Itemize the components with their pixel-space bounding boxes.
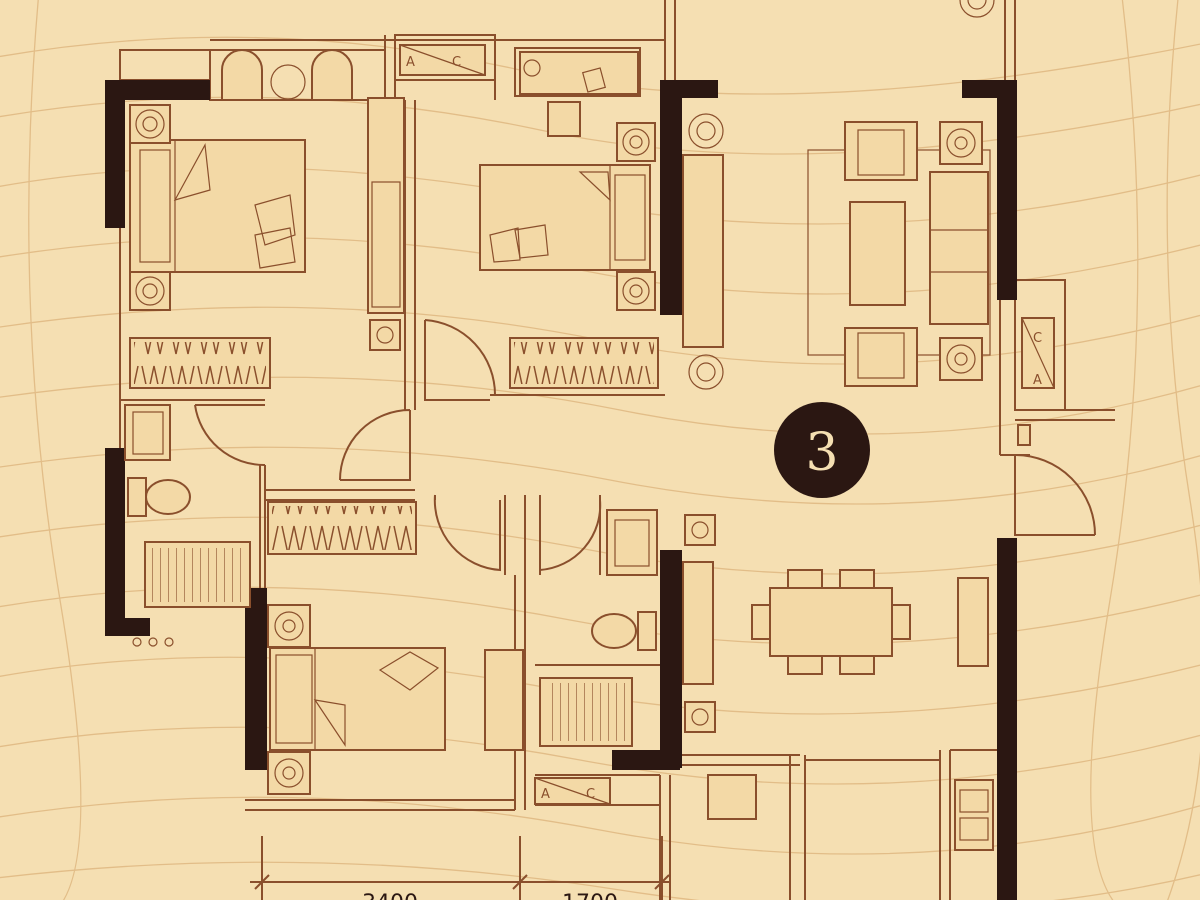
armchair (844, 327, 918, 387)
unit-number: 3 (805, 423, 838, 483)
svg-text:C: C (1033, 331, 1042, 346)
desk (484, 649, 524, 751)
ac-unit-bottom: A C (534, 777, 611, 805)
plant-icon (616, 122, 656, 162)
bedroom-top-middle (367, 51, 724, 390)
door-swing-icon (339, 409, 411, 481)
door-swing-icon (539, 499, 602, 571)
door-swing-icon (194, 404, 266, 467)
plant-icon (959, 0, 995, 18)
ac-unit-right: C A (1021, 317, 1055, 389)
bathroom-left (124, 404, 251, 647)
tv-cabinet (682, 154, 724, 348)
kitchen (707, 774, 994, 851)
sink-icon (684, 701, 716, 733)
plant-icon (523, 59, 541, 77)
unit-badge: 3 (774, 402, 870, 498)
sink-icon (684, 514, 716, 546)
door-swings (194, 319, 1096, 572)
chair (547, 101, 581, 137)
bathroom-bottom (539, 509, 716, 747)
bed-icon (269, 647, 446, 751)
svg-text:A: A (541, 787, 550, 802)
sink-icon (369, 319, 401, 351)
plant-icon (616, 271, 656, 311)
plant-icon (939, 121, 983, 381)
sofa-icon (929, 171, 989, 325)
sink-icon (954, 779, 994, 851)
plant-icon (129, 271, 171, 311)
svg-text:A: A (1033, 373, 1042, 388)
structural-walls (105, 80, 1017, 900)
bedroom-top-left (129, 49, 353, 389)
sink-icon (707, 774, 757, 820)
toilet-icon (127, 477, 191, 517)
sideboard (957, 577, 989, 667)
door-swing-icon (433, 494, 501, 572)
bed-icon (129, 139, 306, 273)
door-swing-icon (1014, 454, 1096, 536)
dining-room (751, 569, 989, 675)
dimension-line: 3400 1700 (250, 836, 670, 900)
toilet-icon (591, 611, 657, 651)
plant-icon (267, 604, 311, 795)
dimension-right: 1700 (562, 891, 618, 900)
bed-icon (479, 164, 651, 271)
dining-table-icon (769, 587, 893, 657)
coffee-table (849, 201, 906, 306)
svg-text:C: C (452, 55, 461, 70)
sink-icon (1017, 424, 1031, 446)
ac-unit-top: A C (399, 44, 486, 76)
dimension-left: 3400 (362, 891, 418, 900)
plant-icon (688, 113, 724, 390)
armchair (844, 121, 918, 181)
svg-text:C: C (586, 787, 595, 802)
balcony-chairs (221, 49, 353, 101)
bedroom-bottom-left (267, 501, 524, 795)
living-room (807, 0, 1031, 446)
wardrobe-icon (367, 97, 405, 314)
door-swing-icon (424, 319, 497, 401)
svg-text:A: A (406, 55, 415, 70)
desk (519, 51, 639, 95)
plant-icon (129, 104, 171, 144)
